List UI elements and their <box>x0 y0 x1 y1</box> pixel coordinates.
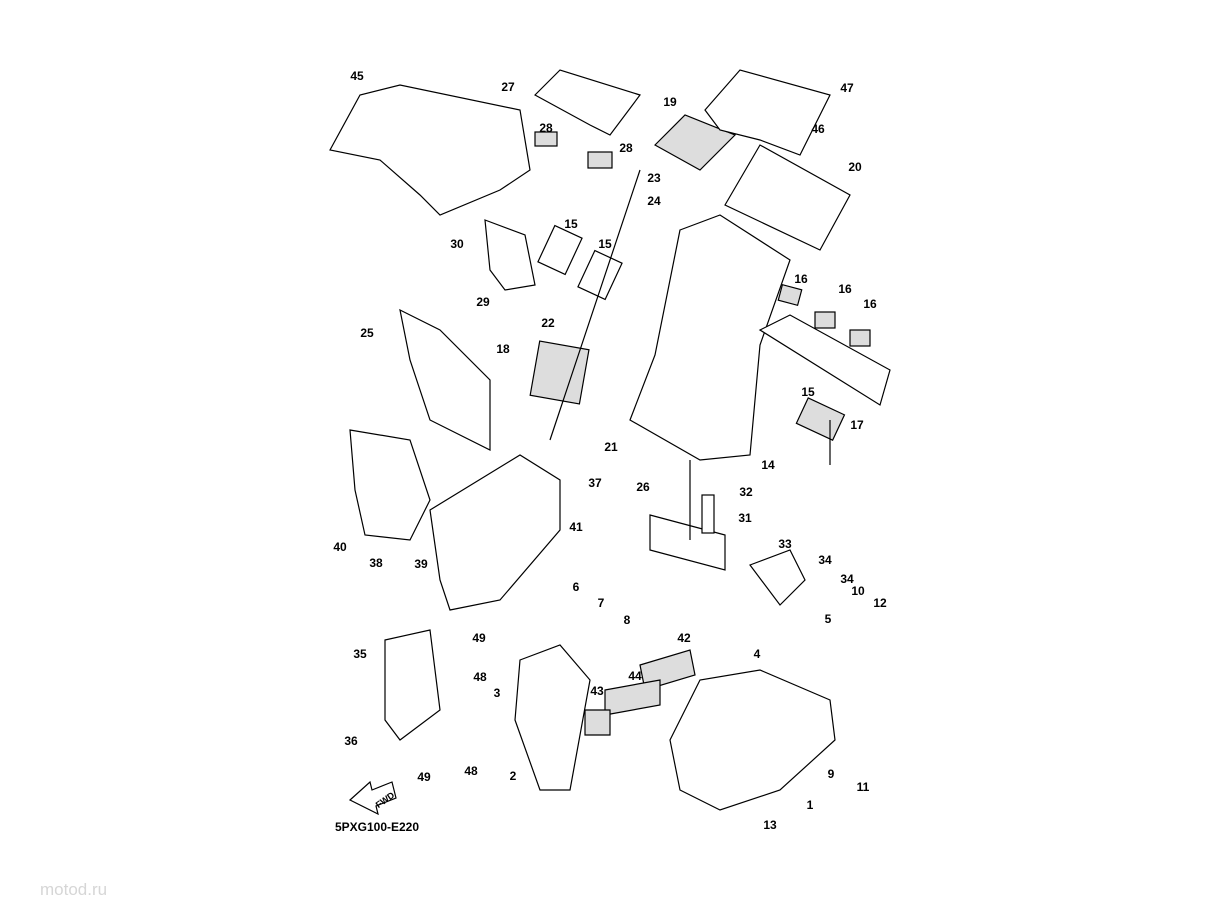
part-16-pad <box>849 329 871 347</box>
callout-47: 47 <box>840 81 854 95</box>
callout-30: 30 <box>450 237 464 251</box>
callout-15: 15 <box>801 385 815 399</box>
part-16-pad <box>777 283 803 307</box>
callout-32: 32 <box>739 485 753 499</box>
callout-15: 15 <box>564 217 578 231</box>
part-29-bracket <box>484 219 536 291</box>
part-19-sheet <box>654 114 737 171</box>
callout-1: 1 <box>806 798 814 812</box>
callout-34: 34 <box>840 572 854 586</box>
part-35-bracket <box>384 629 441 741</box>
callout-33: 33 <box>778 537 792 551</box>
part-20-cover <box>724 144 851 251</box>
callout-9: 9 <box>827 767 835 781</box>
callout-20: 20 <box>848 160 862 174</box>
callout-2: 2 <box>509 769 517 783</box>
callout-49: 49 <box>417 770 431 784</box>
callout-28: 28 <box>619 141 633 155</box>
part-15-pad <box>795 397 846 442</box>
callout-39: 39 <box>414 557 428 571</box>
part-31-pin <box>701 494 715 534</box>
callout-29: 29 <box>476 295 490 309</box>
callout-7: 7 <box>597 596 605 610</box>
callout-35: 35 <box>353 647 367 661</box>
callout-44: 44 <box>628 669 642 683</box>
callout-6: 6 <box>572 580 580 594</box>
part-33-bracket <box>749 549 806 606</box>
callout-25: 25 <box>360 326 374 340</box>
part-18-plate <box>529 340 590 405</box>
part-44-strip <box>604 679 661 716</box>
callout-3: 3 <box>493 686 501 700</box>
callout-38: 38 <box>369 556 383 570</box>
part-38-grille <box>349 429 431 541</box>
part-43-strip <box>584 709 611 736</box>
callout-21: 21 <box>604 440 618 454</box>
part-14-box <box>629 214 791 461</box>
callout-31: 31 <box>738 511 752 525</box>
part-28-pad <box>587 151 613 169</box>
part-27-tray <box>534 69 641 136</box>
part-37-cover <box>429 454 561 611</box>
part-42-strip <box>639 649 696 691</box>
fwd-arrow-icon <box>348 780 397 816</box>
callout-13: 13 <box>763 818 777 832</box>
callout-22: 22 <box>541 316 555 330</box>
callout-40: 40 <box>333 540 347 554</box>
callout-42: 42 <box>677 631 691 645</box>
callout-37: 37 <box>588 476 602 490</box>
callout-17: 17 <box>850 418 864 432</box>
callout-27: 27 <box>501 80 515 94</box>
callout-36: 36 <box>344 734 358 748</box>
callout-48: 48 <box>473 670 487 684</box>
callout-28: 28 <box>539 121 553 135</box>
part-15-pad <box>577 249 623 301</box>
callout-46: 46 <box>811 122 825 136</box>
callout-48: 48 <box>464 764 478 778</box>
part-16-pad <box>814 311 836 329</box>
callout-49: 49 <box>472 631 486 645</box>
callout-5: 5 <box>824 612 832 626</box>
part-2-side <box>514 644 591 791</box>
callout-16: 16 <box>838 282 852 296</box>
callout-45: 45 <box>350 69 364 83</box>
part-17-bar <box>758 314 891 406</box>
part-28-pad <box>534 131 558 147</box>
callout-41: 41 <box>569 520 583 534</box>
callout-11: 11 <box>856 780 870 794</box>
part-1-side-cover <box>669 669 836 811</box>
callout-12: 12 <box>873 596 887 610</box>
part-25-plate <box>399 308 491 451</box>
callout-18: 18 <box>496 342 510 356</box>
diagram-code: 5PXG100-E220 <box>334 820 420 834</box>
part-45-cover <box>329 84 531 216</box>
callout-15: 15 <box>598 237 612 251</box>
callout-16: 16 <box>794 272 808 286</box>
callout-4: 4 <box>753 647 761 661</box>
callout-10: 10 <box>851 584 865 598</box>
part-26-block <box>649 514 726 571</box>
callout-24: 24 <box>647 194 661 208</box>
part-46-bracket <box>704 69 831 156</box>
callout-16: 16 <box>863 297 877 311</box>
callout-43: 43 <box>590 684 604 698</box>
callout-8: 8 <box>623 613 631 627</box>
callout-23: 23 <box>647 171 661 185</box>
callout-34: 34 <box>818 553 832 567</box>
callout-14: 14 <box>761 458 775 472</box>
watermark-text: motod.ru <box>40 880 108 899</box>
callout-26: 26 <box>636 480 650 494</box>
callout-19: 19 <box>663 95 677 109</box>
part-15-pad <box>537 224 583 276</box>
